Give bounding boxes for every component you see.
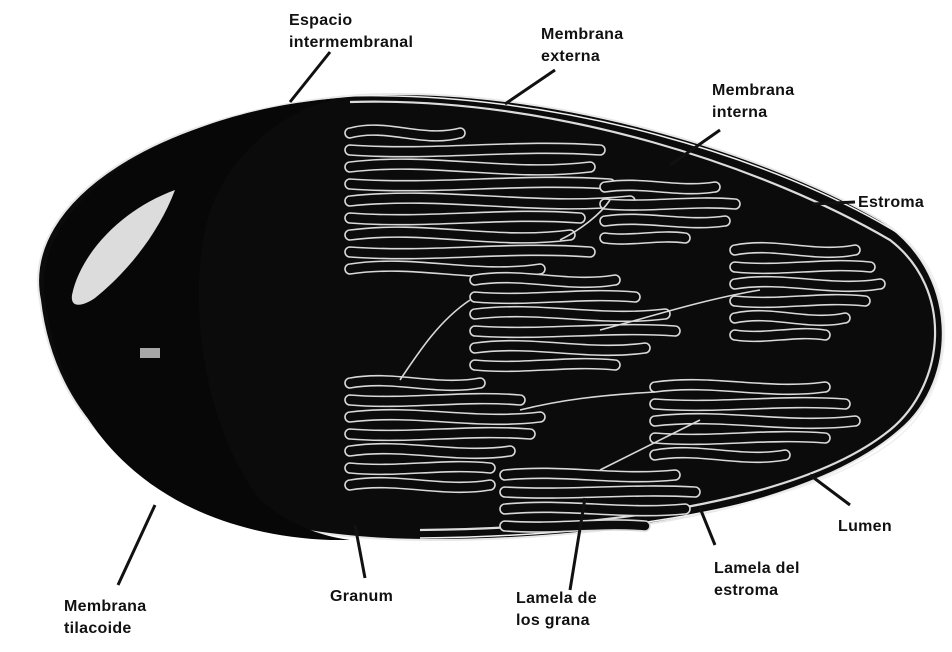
label-lamela-grana-line2: los grana bbox=[516, 610, 597, 632]
thylakoid-disc bbox=[600, 198, 740, 210]
label-membrana-tilacoide-line2: tilacoide bbox=[64, 618, 146, 640]
label-membrana-interna-line2: interna bbox=[712, 102, 794, 124]
thylakoid-disc bbox=[345, 428, 535, 441]
leader-lumen bbox=[810, 475, 850, 505]
label-granum: Granum bbox=[330, 586, 393, 608]
thylakoid-disc bbox=[500, 486, 700, 498]
label-lamela-grana: Lamela de los grana bbox=[516, 588, 597, 632]
thylakoid-disc bbox=[730, 295, 870, 308]
thylakoid-disc bbox=[470, 359, 620, 372]
label-membrana-tilacoide-line1: Membrana bbox=[64, 596, 146, 618]
label-espacio-intermembranal-line2: intermembranal bbox=[289, 32, 413, 54]
leader-membrana-tilacoide bbox=[118, 505, 155, 585]
label-granum-line1: Granum bbox=[330, 586, 393, 608]
thylakoid-disc bbox=[470, 325, 680, 338]
thylakoid-disc bbox=[650, 432, 830, 445]
label-lumen-line1: Lumen bbox=[838, 516, 892, 538]
label-membrana-interna-line1: Membrana bbox=[712, 80, 794, 102]
label-lamela-estroma-line2: estroma bbox=[714, 580, 800, 602]
leader-espacio-intermembranal bbox=[290, 52, 330, 102]
thylakoid-disc bbox=[500, 520, 650, 532]
label-membrana-externa-line1: Membrana bbox=[541, 24, 623, 46]
leader-membrana-externa bbox=[505, 70, 555, 104]
label-membrana-externa-line2: externa bbox=[541, 46, 623, 68]
label-lamela-estroma-line1: Lamela del bbox=[714, 558, 800, 580]
label-estroma-line1: Estroma bbox=[858, 192, 924, 214]
thylakoid-disc bbox=[730, 329, 830, 342]
label-membrana-interna: Membrana interna bbox=[712, 80, 794, 124]
thylakoid-disc bbox=[650, 398, 850, 411]
label-membrana-tilacoide: Membrana tilacoide bbox=[64, 596, 146, 640]
thylakoid-disc bbox=[600, 232, 690, 244]
thylakoid-disc bbox=[345, 394, 525, 407]
thylakoid-disc bbox=[730, 261, 875, 274]
leader-estroma bbox=[812, 202, 855, 204]
label-membrana-externa: Membrana externa bbox=[541, 24, 623, 68]
label-lumen: Lumen bbox=[838, 516, 892, 538]
label-estroma: Estroma bbox=[858, 192, 924, 214]
label-lamela-estroma: Lamela del estroma bbox=[714, 558, 800, 602]
thylakoid-disc bbox=[470, 291, 640, 304]
label-espacio-intermembranal-line1: Espacio bbox=[289, 10, 413, 32]
surface-highlight-spot bbox=[140, 348, 160, 358]
label-lamela-grana-line1: Lamela de bbox=[516, 588, 597, 610]
label-espacio-intermembranal: Espacio intermembranal bbox=[289, 10, 413, 54]
thylakoid-disc bbox=[345, 462, 495, 475]
